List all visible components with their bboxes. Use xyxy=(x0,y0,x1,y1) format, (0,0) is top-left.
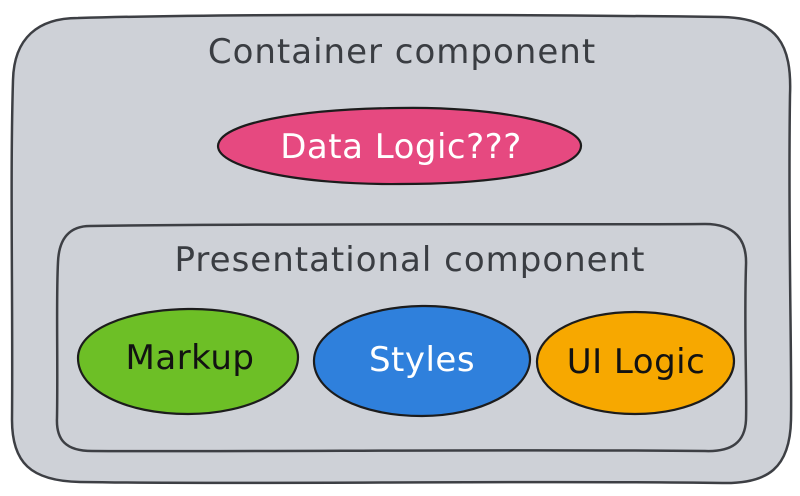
container-title: Container component xyxy=(207,32,597,72)
ui-logic-label: UI Logic xyxy=(566,342,706,382)
styles-label: Styles xyxy=(368,340,476,380)
data-logic-label: Data Logic??? xyxy=(280,127,522,167)
markup-ellipse xyxy=(76,307,300,416)
styles-ellipse xyxy=(312,304,532,418)
markup-label: Markup xyxy=(125,338,255,378)
presentational-title: Presentational component xyxy=(174,240,646,280)
ui-logic-ellipse xyxy=(535,310,736,416)
presentational-box xyxy=(55,222,748,453)
data-logic-ellipse xyxy=(216,106,583,186)
